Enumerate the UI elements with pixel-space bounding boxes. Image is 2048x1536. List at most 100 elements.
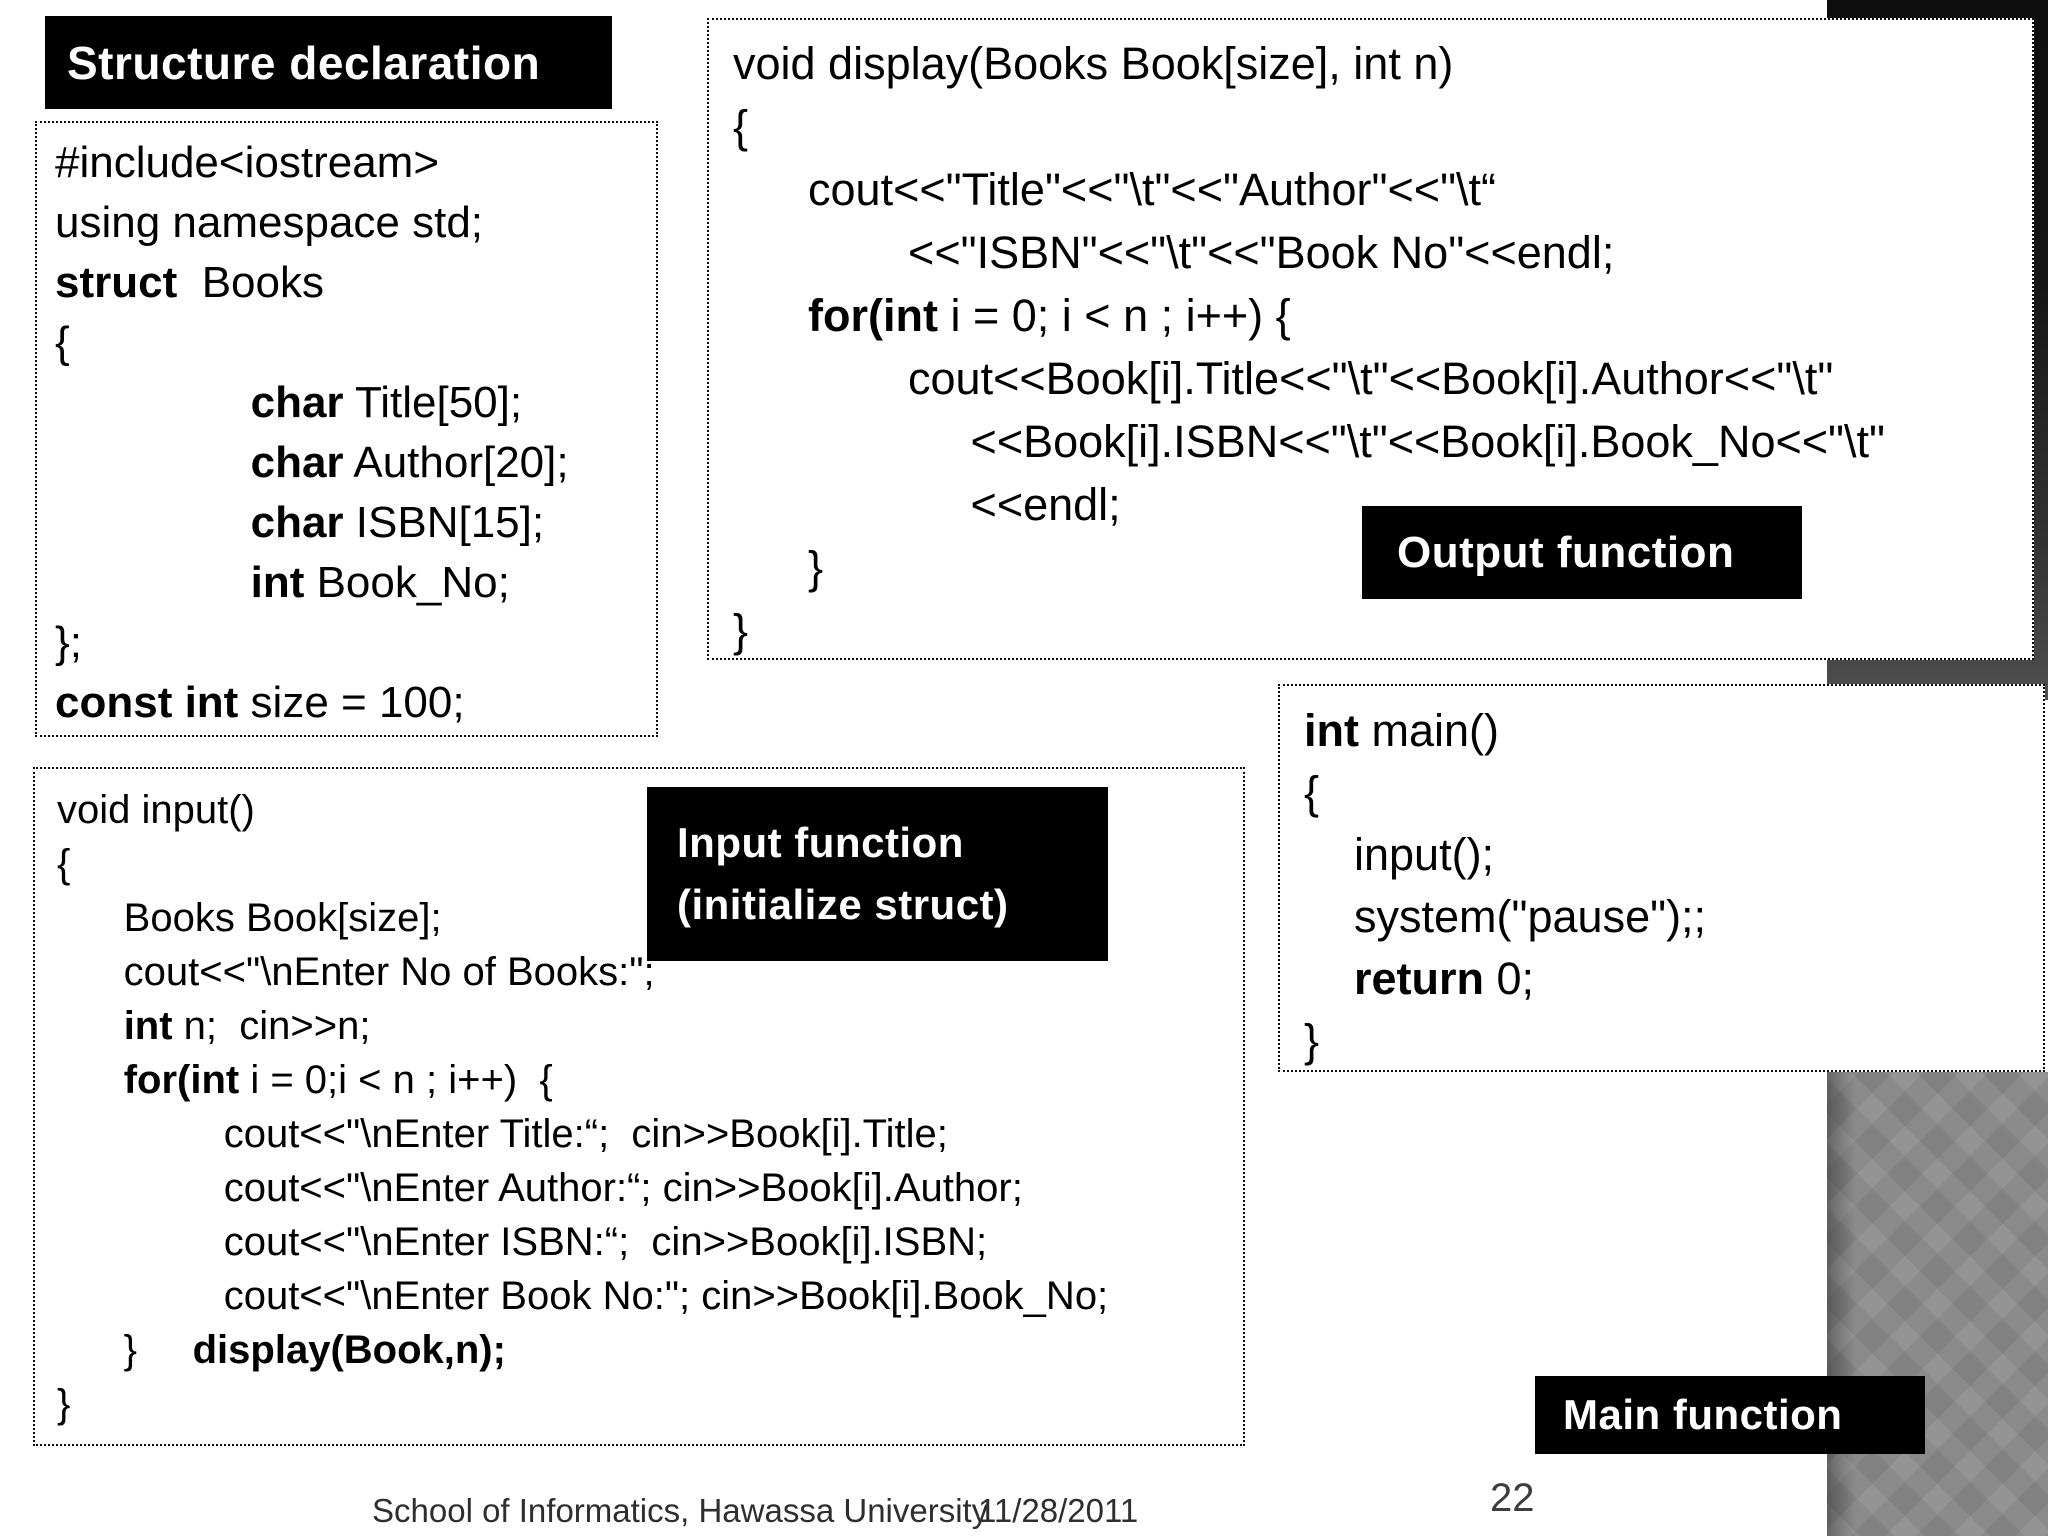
code-text: }: [733, 605, 749, 656]
code-line: char Title[50];: [55, 373, 656, 433]
code-line: void display(Books Book[size], int n): [733, 32, 2032, 95]
code-text: [55, 438, 251, 487]
code-line: Books Book[size];: [57, 891, 1243, 945]
code-text: cout<<"\nEnter Author:“; cin>>Book[i].Au…: [57, 1166, 1023, 1210]
code-line: {: [57, 837, 1243, 891]
code-keyword: struct: [55, 258, 178, 307]
code-keyword: char: [250, 498, 344, 547]
code-line: for(int i = 0; i < n ; i++) {: [733, 284, 2032, 347]
code-text: }: [733, 542, 824, 593]
structure-declaration-label-text: Structure declaration: [67, 36, 541, 89]
code-line: }: [733, 536, 2032, 599]
code-text: main(): [1358, 705, 1499, 756]
code-line: int n; cin>>n;: [57, 999, 1243, 1053]
code-line: int main(): [1304, 700, 2043, 762]
code-text: [55, 378, 251, 427]
code-line: } display(Book,n);: [57, 1323, 1243, 1377]
code-keyword: int: [250, 558, 305, 607]
footer-school-text: School of Informatics, Hawassa Universit…: [372, 1492, 989, 1529]
code-line: #include<iostream>: [55, 133, 656, 193]
structure-declaration-label: Structure declaration: [45, 16, 612, 109]
code-line: {: [1304, 762, 2043, 824]
code-text: cout<<"\nEnter Book No:"; cin>>Book[i].B…: [57, 1274, 1109, 1318]
code-text: #include<iostream>: [55, 138, 440, 187]
code-text: };: [55, 618, 82, 667]
code-keyword: return: [1354, 953, 1485, 1004]
code-text: using namespace std;: [55, 198, 484, 247]
code-text: Books Book[size];: [57, 896, 442, 940]
structure-code-box: #include<iostream> using namespace std; st…: [35, 121, 658, 737]
code-keyword: char: [250, 378, 344, 427]
code-line: cout<<"\nEnter ISBN:“; cin>>Book[i].ISBN…: [57, 1215, 1243, 1269]
input-function-label: Input function (initialize struct): [647, 787, 1108, 961]
display-code-box: void display(Books Book[size], int n) { c…: [707, 18, 2034, 660]
code-text: void input(): [57, 788, 255, 832]
code-line: const int size = 100;: [55, 673, 656, 733]
code-line: cout<<"\nEnter No of Books:";: [57, 945, 1243, 999]
code-text: <<Book[i].ISBN<<"\t"<<Book[i].Book_No<<"…: [733, 416, 1885, 467]
code-line: <<Book[i].ISBN<<"\t"<<Book[i].Book_No<<"…: [733, 410, 2032, 473]
code-keyword: for(int: [808, 290, 938, 341]
code-line: {: [733, 95, 2032, 158]
code-line: system("pause");;: [1304, 886, 2043, 948]
code-line: }: [733, 599, 2032, 662]
code-text: size = 100;: [238, 678, 465, 727]
code-line: cout<<Book[i].Title<<"\t"<<Book[i].Autho…: [733, 347, 2032, 410]
code-text: Books: [177, 258, 324, 307]
page-number: 22: [1490, 1476, 1535, 1520]
code-text: cout<<"Title"<<"\t"<<"Author"<<"\t“: [733, 164, 1497, 215]
code-text: cout<<"\nEnter ISBN:“; cin>>Book[i].ISBN…: [57, 1220, 988, 1264]
code-text: 0;: [1484, 953, 1535, 1004]
code-text: {: [1304, 767, 1320, 818]
code-text: {: [57, 842, 71, 886]
code-line: }: [1304, 1010, 2043, 1072]
code-text: input();: [1304, 829, 1495, 880]
code-text: Author[20];: [343, 438, 569, 487]
main-function-label-text: Main function: [1563, 1391, 1843, 1438]
code-text: }: [57, 1382, 71, 1426]
main-function-label: Main function: [1535, 1376, 1925, 1454]
code-line: input();: [1304, 824, 2043, 886]
code-text: {: [733, 101, 749, 152]
code-text: <<endl;: [733, 479, 1121, 530]
code-line: struct Books: [55, 253, 656, 313]
code-text: cout<<"\nEnter No of Books:";: [57, 950, 655, 994]
gray-diamond-column: [1827, 1072, 2048, 1536]
code-text: [57, 1004, 124, 1048]
code-text: Book_No;: [304, 558, 510, 607]
code-line: char ISBN[15];: [55, 493, 656, 553]
code-text: ISBN[15];: [343, 498, 545, 547]
code-line: int Book_No;: [55, 553, 656, 613]
code-text: cout<<"\nEnter Title:“; cin>>Book[i].Tit…: [57, 1112, 948, 1156]
code-keyword: int: [123, 1004, 173, 1048]
code-text: system("pause");;: [1304, 891, 1707, 942]
code-line: <<"ISBN"<<"\t"<<"Book No"<<endl;: [733, 221, 2032, 284]
footer-date: 11/28/2011: [978, 1492, 1139, 1529]
input-function-label-line1: Input function: [677, 819, 964, 866]
code-line: }: [57, 1377, 1243, 1431]
code-text: [55, 558, 251, 607]
code-text: [1304, 953, 1354, 1004]
code-line: cout<<"\nEnter Title:“; cin>>Book[i].Tit…: [57, 1107, 1243, 1161]
code-text: [57, 1058, 124, 1102]
code-keyword: display(Book,n);: [192, 1328, 506, 1372]
code-text: <<"ISBN"<<"\t"<<"Book No"<<endl;: [733, 227, 1615, 278]
code-text: i = 0;i < n ; i++) {: [239, 1058, 553, 1102]
code-line: cout<<"\nEnter Book No:"; cin>>Book[i].B…: [57, 1269, 1243, 1323]
output-function-label-text: Output function: [1397, 527, 1735, 577]
code-keyword: const int: [55, 678, 239, 727]
main-code-box: int main(){ input(); system("pause");; r…: [1278, 684, 2045, 1072]
code-line: cout<<"\nEnter Author:“; cin>>Book[i].Au…: [57, 1161, 1243, 1215]
code-line: for(int i = 0;i < n ; i++) {: [57, 1053, 1243, 1107]
input-function-label-line2: (initialize struct): [677, 881, 1009, 928]
code-text: }: [57, 1328, 193, 1372]
code-text: {: [55, 318, 70, 367]
code-line: using namespace std;: [55, 193, 656, 253]
code-text: cout<<Book[i].Title<<"\t"<<Book[i].Autho…: [733, 353, 1834, 404]
code-text: }: [1304, 1015, 1320, 1066]
code-text: i = 0; i < n ; i++) {: [937, 290, 1291, 341]
code-text: void display(Books Book[size], int n): [733, 38, 1454, 89]
code-text: Title[50];: [343, 378, 523, 427]
code-keyword: char: [250, 438, 344, 487]
